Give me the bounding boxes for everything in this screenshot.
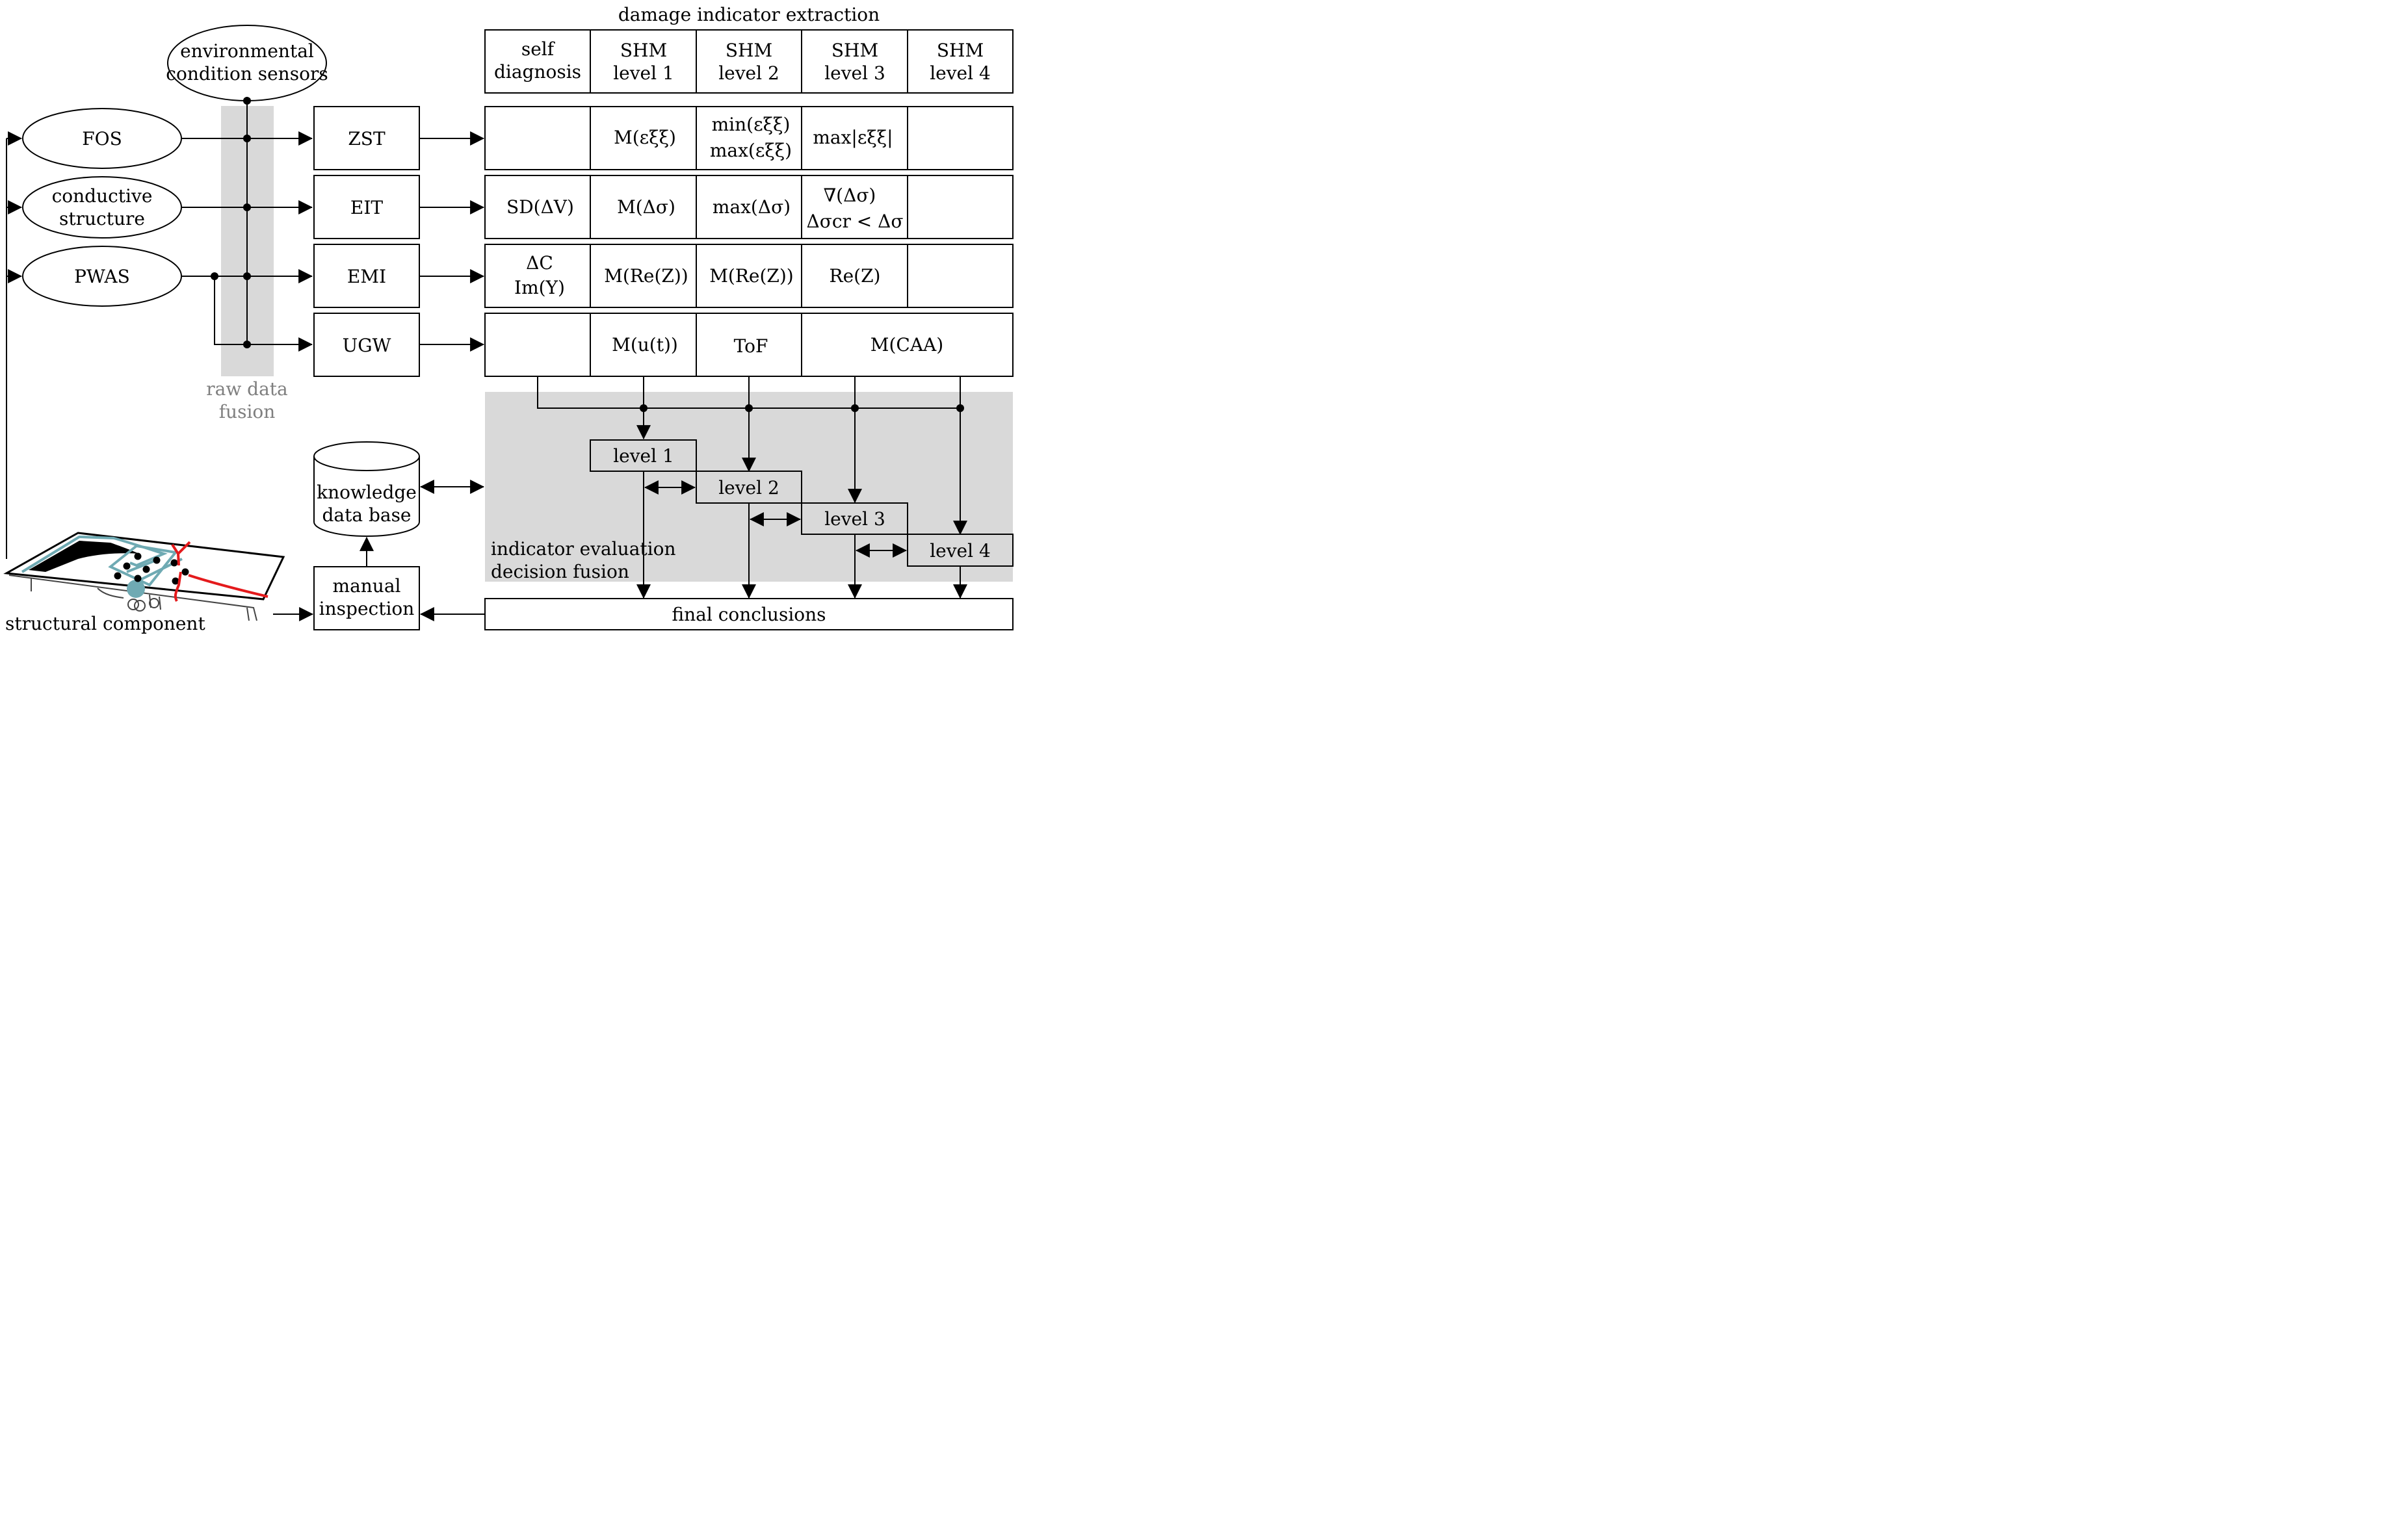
zst-label: ZST — [348, 128, 386, 149]
ugw-box — [313, 313, 420, 377]
level2-box — [696, 471, 802, 504]
col-level4-line2: level 4 — [930, 62, 991, 84]
eit-self-diagnosis: SD(ΔV) — [506, 196, 574, 218]
conductive-label-line1: conductive — [52, 185, 153, 207]
emi-level2: M(Re(Z)) — [709, 265, 793, 287]
feedback-line — [6, 131, 23, 559]
eit-level3-gradient: ∇(Δσ) — [824, 185, 876, 206]
zst-level2-min: min(εξξ) — [712, 114, 791, 135]
structural-component-label: structural component — [5, 613, 205, 634]
column-headers: self diagnosis SHM level 1 SHM level 2 S… — [494, 38, 991, 84]
eit-level3-threshold: Δσcr < Δσ — [807, 211, 904, 232]
level-boxes — [590, 439, 1014, 567]
col-self-diagnosis-line1: self — [521, 38, 556, 60]
ugw-label: UGW — [343, 335, 391, 356]
inspection-arrows — [273, 536, 485, 621]
column-header-table — [484, 29, 1014, 94]
emi-self-diagnosis-imy: Im(Y) — [514, 277, 565, 298]
emi-box — [313, 244, 420, 308]
knowledge-db-cylinder — [313, 441, 420, 537]
level1-label: level 1 — [613, 445, 674, 467]
col-level1-line1: SHM — [620, 40, 667, 61]
eit-box — [313, 175, 420, 239]
level4-box — [907, 534, 1014, 567]
level1-box — [590, 439, 697, 472]
ugw-indicators: M(u(t)) ToF M(CAA) — [612, 334, 943, 357]
level3-label: level 3 — [824, 508, 885, 530]
manual-inspection-box — [313, 566, 420, 630]
knowledge-db-line2: data base — [322, 504, 411, 526]
level2-label: level 2 — [718, 477, 779, 498]
zst-level1: M(εξξ) — [614, 127, 676, 148]
ugw-level3-4: M(CAA) — [870, 334, 943, 356]
level3-box — [801, 502, 908, 535]
manual-inspection-line1: manual — [333, 575, 401, 597]
decision-junctions — [640, 404, 964, 412]
final-conclusions-label: final conclusions — [672, 604, 826, 625]
structural-component-illustration — [3, 532, 285, 621]
shm-diagram: damage indicator extraction self diagnos… — [3, 4, 1014, 634]
col-level3-line1: SHM — [831, 40, 878, 61]
eit-label: EIT — [350, 197, 384, 218]
pwas-node — [22, 246, 182, 307]
emi-label: EMI — [347, 266, 386, 287]
ugw-level1: M(u(t)) — [612, 334, 678, 356]
col-level3-line2: level 3 — [824, 62, 885, 84]
diagram-title: damage indicator extraction — [618, 4, 880, 25]
emi-level1: M(Re(Z)) — [604, 265, 688, 287]
manual-inspection-line2: inspection — [319, 598, 415, 619]
col-level2-line2: level 2 — [718, 62, 779, 84]
emi-self-diagnosis-dc: ΔC — [526, 252, 553, 274]
col-level2-line1: SHM — [726, 40, 772, 61]
eval-caption-line1: indicator evaluation — [491, 538, 676, 560]
raw-fusion-line1: raw data — [206, 378, 288, 400]
fos-node — [22, 108, 182, 169]
fos-label: FOS — [82, 128, 122, 149]
col-level4-line1: SHM — [937, 40, 984, 61]
conductive-structure-node — [22, 176, 182, 239]
indicator-tables — [484, 106, 1014, 377]
decision-fusion-wiring — [537, 376, 967, 599]
ugw-level2: ToF — [734, 335, 768, 357]
eval-caption-line2: decision fusion — [491, 561, 629, 582]
eit-level2: max(Δσ) — [713, 196, 791, 218]
env-sensors-line2: condition sensors — [166, 63, 328, 84]
env-sensors-line1: environmental — [180, 40, 314, 62]
raw-fusion-junctions — [211, 97, 251, 348]
zst-box — [313, 106, 420, 170]
zst-level2-max: max(εξξ) — [710, 140, 792, 161]
method-to-indicator-arrows — [419, 131, 485, 352]
conductive-label-line2: structure — [59, 208, 145, 229]
eit-level1: M(Δσ) — [617, 196, 675, 218]
pwas-label: PWAS — [74, 266, 130, 287]
zst-indicators: M(εξξ) min(εξξ) max(εξξ) max|εξξ| — [614, 114, 893, 161]
method-boxes — [313, 106, 420, 377]
col-self-diagnosis-line2: diagnosis — [494, 61, 581, 83]
level4-label: level 4 — [930, 540, 991, 562]
emi-indicators: ΔC Im(Y) M(Re(Z)) M(Re(Z)) Re(Z) — [514, 252, 880, 298]
final-conclusions-box — [484, 598, 1014, 630]
eit-indicators: SD(ΔV) M(Δσ) max(Δσ) ∇(Δσ) Δσcr < Δσ — [506, 185, 903, 232]
knowledge-db-line1: knowledge — [317, 482, 417, 503]
zst-level3: max|εξξ| — [813, 127, 893, 148]
col-level1-line2: level 1 — [613, 62, 674, 84]
raw-fusion-line2: fusion — [219, 401, 276, 422]
emi-level3: Re(Z) — [830, 265, 881, 287]
